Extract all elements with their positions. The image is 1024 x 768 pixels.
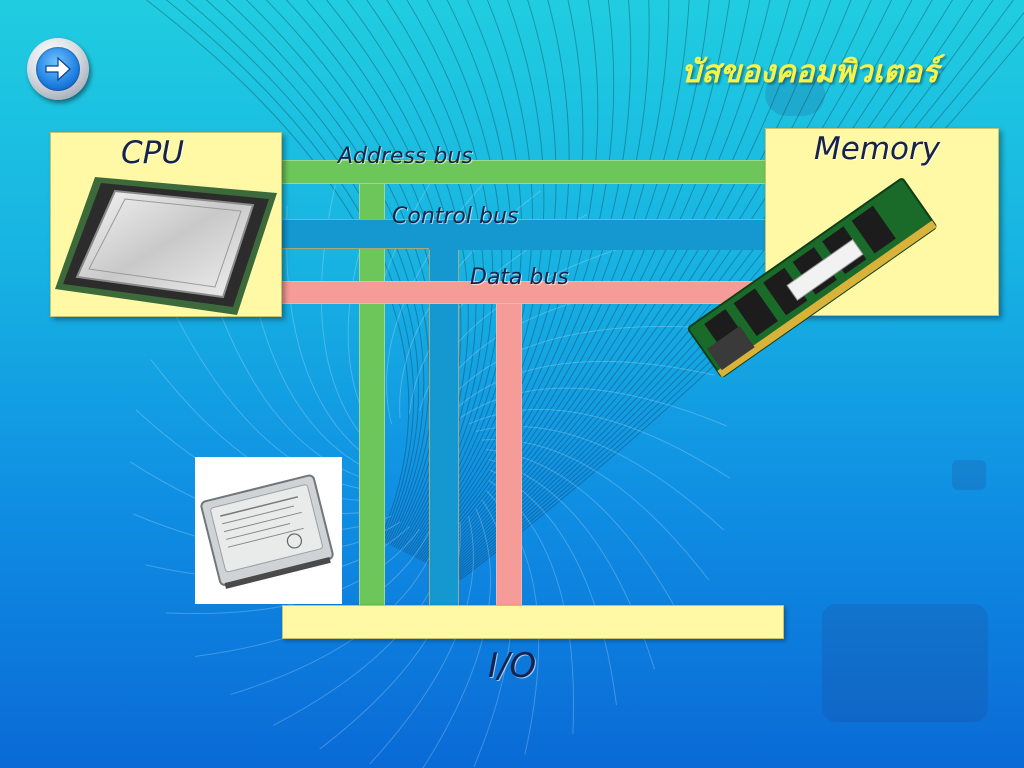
io-bar [282, 605, 784, 639]
hard-disk-icon [200, 474, 334, 589]
control-bus-branch [429, 246, 769, 250]
cpu-label: CPU [121, 135, 185, 171]
address-bus-horizontal [278, 160, 770, 184]
cpu-chip-icon [55, 177, 277, 315]
control-bus-vertical [429, 248, 459, 608]
address-bus-vertical [359, 180, 385, 608]
arrow-right-icon [45, 56, 71, 82]
slide-title: บัสของคอมพิวเตอร์ [681, 54, 939, 90]
data-bus-label: Data bus [470, 265, 569, 290]
cpu-box: CPU [50, 132, 282, 317]
io-label: I/O [488, 646, 537, 686]
memory-label: Memory [814, 131, 941, 167]
address-bus-label: Address bus [338, 144, 473, 169]
memory-module-icon [687, 178, 937, 378]
decorative-square-large [822, 604, 988, 722]
hard-disk-image-frame [195, 457, 342, 604]
next-slide-button[interactable] [27, 38, 89, 100]
data-bus-vertical [496, 302, 522, 608]
next-slide-button-face [36, 47, 80, 91]
decorative-blob [765, 72, 825, 116]
control-bus-horizontal [278, 219, 770, 249]
control-bus-label: Control bus [392, 204, 519, 229]
decorative-square-small [952, 460, 986, 490]
